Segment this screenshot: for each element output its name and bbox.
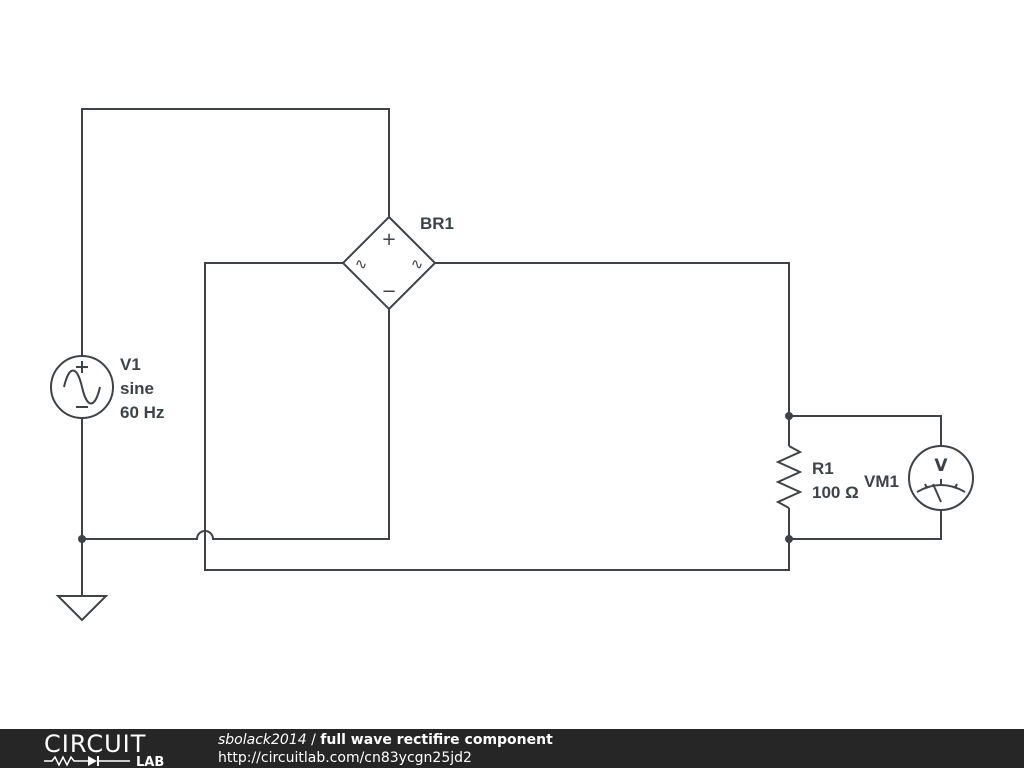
footer-title-line: sbolack2014 / full wave rectifire compon… xyxy=(218,731,553,749)
meter-tick-icon xyxy=(924,483,928,489)
logo-resistor-icon xyxy=(44,755,82,767)
junction-r1-bottom xyxy=(785,535,793,543)
footer-bar xyxy=(0,729,1024,768)
logo-wordmark-top: CIRCUIT xyxy=(44,732,146,758)
bridge-plus-icon: + xyxy=(381,229,396,250)
meter-tick-icon-3 xyxy=(954,483,958,489)
br1-name-label: BR1 xyxy=(420,214,454,233)
circuit-url[interactable]: http://circuitlab.com/cn83ycgn25jd2 xyxy=(218,750,472,766)
wire-bridge-left-to-return xyxy=(204,262,790,571)
junction-ground-node xyxy=(78,535,86,543)
wire-v1-to-bridge-ac xyxy=(81,108,390,356)
source-circle xyxy=(50,355,114,419)
circuit-title: full wave rectifire component xyxy=(320,732,553,748)
logo-wordmark-bottom: LAB xyxy=(136,755,164,768)
logo-diode-icon xyxy=(88,756,97,766)
bridge-diamond xyxy=(341,215,437,311)
title-separator: / xyxy=(306,732,321,748)
wire-r1-bottom-to-vm1 xyxy=(789,510,942,540)
r1-value-label: 100 Ω xyxy=(812,483,859,502)
wire-bridge-right-to-r1 xyxy=(435,262,790,446)
wire-r1-top-to-vm1 xyxy=(789,415,942,446)
author-link[interactable]: sbolack2014 xyxy=(218,732,307,748)
ground-icon xyxy=(55,595,109,622)
v1-frequency-label: 60 Hz xyxy=(120,403,164,422)
meter-letter: V xyxy=(934,456,948,476)
meter-needle-icon xyxy=(932,483,942,503)
wire-ground-to-bridge-minus xyxy=(82,309,390,540)
circuitlab-logo[interactable]: CIRCUIT LAB xyxy=(44,732,176,768)
sine-wave-icon xyxy=(63,369,101,405)
bridge-ac-right-icon: ∿ xyxy=(411,255,424,273)
resistor-r1[interactable] xyxy=(775,445,803,509)
bridge-minus-icon: − xyxy=(381,281,396,302)
bridge-ac-left-icon: ∿ xyxy=(355,255,368,273)
v1-name-label: V1 xyxy=(120,355,141,374)
vm1-name-label: VM1 xyxy=(864,472,899,491)
junction-r1-top xyxy=(785,412,793,420)
meter-circle xyxy=(908,445,974,511)
v1-type-label: sine xyxy=(120,379,154,398)
r1-name-label: R1 xyxy=(812,459,834,478)
resistor-zigzag-icon xyxy=(775,445,803,509)
voltmeter-vm1[interactable]: V xyxy=(908,445,974,511)
footer-credit: sbolack2014 / full wave rectifire compon… xyxy=(218,731,553,767)
meter-scale-icon xyxy=(916,484,966,493)
voltage-source-v1[interactable] xyxy=(50,355,114,419)
bridge-rectifier-br1[interactable]: + − ∿ ∿ xyxy=(341,215,437,311)
